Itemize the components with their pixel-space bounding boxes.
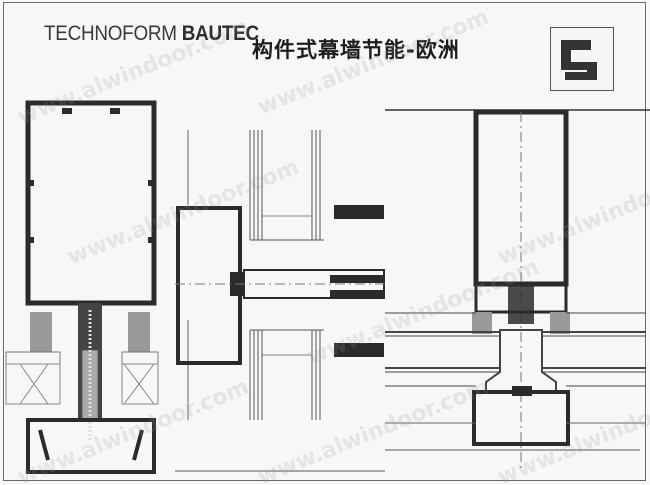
diagram-title: 构件式幕墙节能-欧洲	[252, 38, 460, 62]
glazing-right	[542, 312, 646, 424]
mullion-notch	[28, 180, 34, 186]
mullion-notch	[28, 237, 34, 243]
panel-cross	[19, 363, 49, 405]
glazing-left	[385, 312, 640, 451]
mullion-section-left	[5, 100, 159, 474]
mullion-notch	[62, 108, 72, 114]
mullion-section-right	[385, 109, 650, 470]
technoform-logo-icon	[550, 27, 614, 91]
insulating-panel-left	[5, 363, 61, 405]
gasket-left	[472, 312, 492, 334]
cap-legs	[38, 429, 144, 461]
mullion-tube	[25, 100, 157, 306]
gasket-right	[128, 312, 150, 352]
pressure-plate-bottom	[334, 343, 384, 357]
mullion-core	[508, 284, 534, 324]
glass-unit-top	[249, 130, 324, 241]
glass-unit-bottom	[249, 329, 324, 420]
pressure-cap	[26, 418, 156, 474]
cap-connector	[512, 386, 532, 396]
pressure-plate	[330, 275, 384, 283]
brand-name: TECHNOFORM BAUTEC	[44, 22, 259, 46]
pressure-plate	[330, 290, 384, 298]
insulation-strip	[81, 349, 99, 421]
drawing-border	[3, 2, 646, 481]
brand-light: TECHNOFORM	[44, 22, 182, 45]
panel-cross	[123, 363, 155, 405]
panel-skin-right	[121, 351, 159, 365]
transom-section-middle	[175, 130, 385, 472]
mullion-notch	[110, 108, 120, 114]
mullion-notch	[148, 180, 154, 186]
brand-bold: BAUTEC	[181, 22, 259, 45]
insulating-panel-right	[121, 363, 159, 405]
gasket-left	[30, 312, 52, 352]
pressure-plate-top	[334, 205, 384, 219]
gasket-right	[550, 312, 570, 334]
panel-skin-left	[5, 351, 61, 365]
mullion-notch	[148, 237, 154, 243]
